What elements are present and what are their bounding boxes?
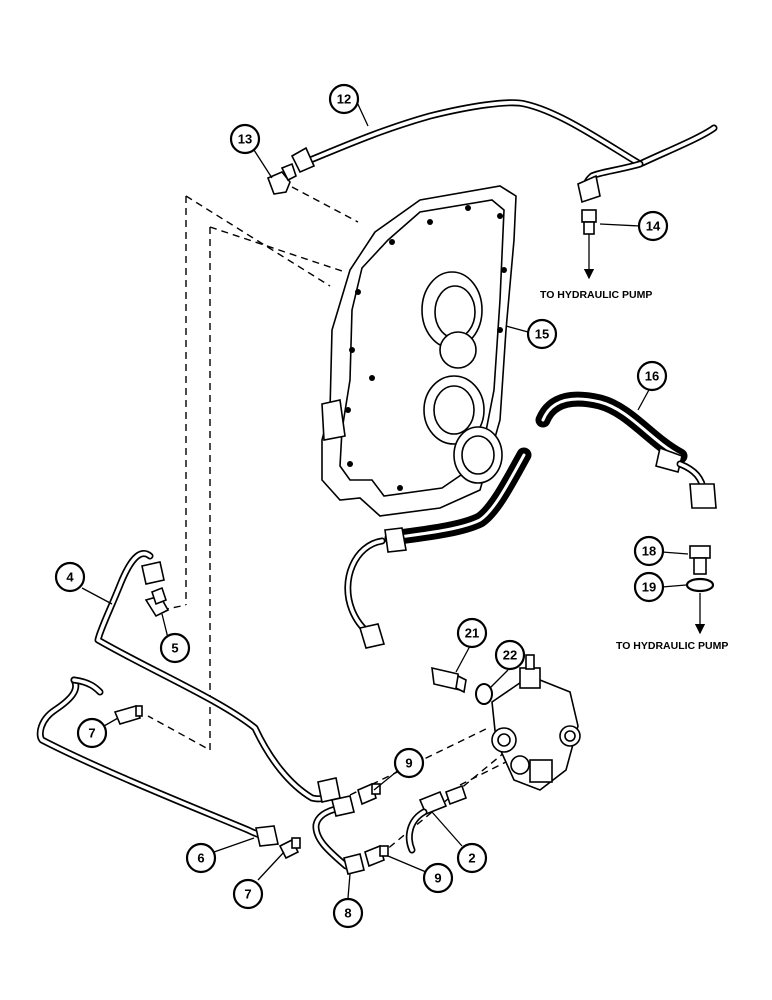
tube-part-4 [94, 550, 341, 803]
callout-22: 22 [494, 639, 526, 671]
callout-9-lower: 9 [422, 862, 454, 894]
tube-part-12 [290, 99, 718, 204]
adapter-part-14 [581, 209, 597, 280]
tube-part-6 [36, 676, 279, 847]
destination-label-upper: TO HYDRAULIC PUMP [540, 289, 652, 301]
callout-5: 5 [159, 632, 191, 664]
svg-text:14: 14 [646, 219, 661, 234]
callout-12: 12 [328, 83, 360, 115]
callout-9-upper: 9 [393, 747, 425, 779]
o-ring-part-22 [475, 683, 493, 705]
svg-text:8: 8 [344, 906, 351, 921]
callout-16: 16 [636, 360, 668, 392]
adapter-part-18 [689, 545, 711, 575]
elbow-fitting-part-5 [144, 586, 170, 618]
svg-text:22: 22 [503, 648, 517, 663]
elbow-fitting-part-13 [266, 162, 297, 195]
leader-lines [81, 99, 689, 899]
callout-14: 14 [637, 210, 669, 242]
svg-text:4: 4 [66, 570, 74, 585]
callout-4: 4 [54, 561, 86, 593]
tube-part-8 [312, 795, 365, 875]
callout-18: 18 [633, 535, 665, 567]
destination-label-lower: TO HYDRAULIC PUMP [616, 640, 728, 652]
housing-cover-part-15 [321, 185, 517, 517]
fitting-part-2 [405, 784, 468, 854]
callout-21: 21 [456, 617, 488, 649]
fitting-part-9-lower [364, 844, 389, 868]
callout-15: 15 [526, 318, 558, 350]
plug-part-21 [431, 666, 467, 694]
callout-7-lower: 7 [232, 878, 264, 910]
svg-text:5: 5 [171, 641, 178, 656]
fitting-part-7-lower [278, 837, 301, 860]
callout-8: 8 [332, 897, 364, 929]
svg-text:15: 15 [535, 327, 549, 342]
fitting-part-7-upper [113, 705, 143, 725]
svg-text:6: 6 [197, 851, 204, 866]
callout-13: 13 [229, 123, 261, 155]
svg-text:12: 12 [337, 92, 351, 107]
callout-6: 6 [185, 842, 217, 874]
callout-7-upper: 7 [76, 717, 108, 749]
svg-text:13: 13 [238, 132, 252, 147]
o-ring-part-19 [685, 577, 715, 635]
svg-text:18: 18 [642, 544, 656, 559]
svg-text:19: 19 [642, 580, 656, 595]
svg-text:16: 16 [645, 369, 659, 384]
svg-text:9: 9 [434, 871, 441, 886]
valve-block [491, 654, 581, 791]
callout-2: 2 [456, 842, 488, 874]
callout-19: 19 [633, 571, 665, 603]
svg-text:9: 9 [405, 756, 412, 771]
svg-text:2: 2 [468, 851, 475, 866]
svg-text:7: 7 [244, 887, 251, 902]
svg-text:21: 21 [465, 626, 479, 641]
hose-part-16 [344, 391, 717, 649]
svg-text:7: 7 [88, 726, 95, 741]
